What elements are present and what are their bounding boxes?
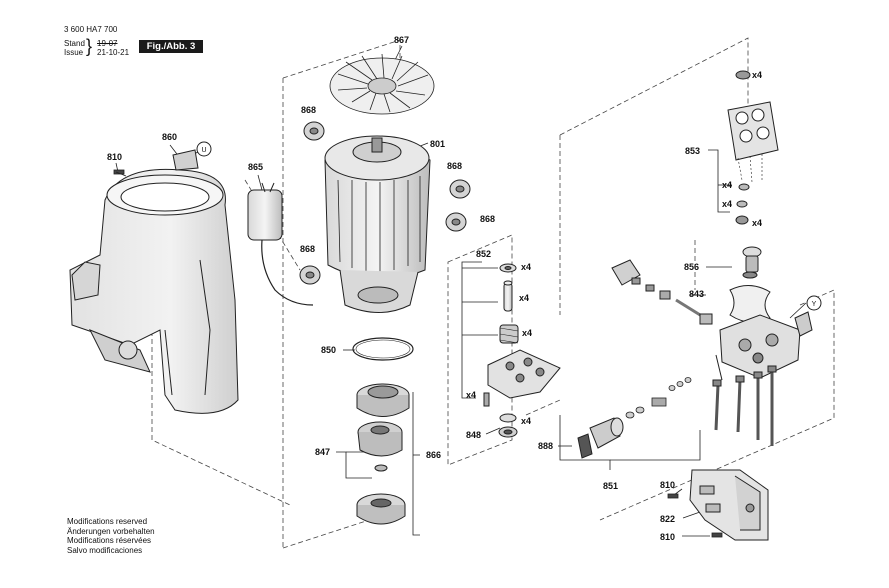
callout-868-left: 868 <box>300 244 315 254</box>
callout-865: 865 <box>248 162 263 172</box>
nozzle-assembly <box>577 417 624 459</box>
check-valve <box>742 246 762 279</box>
callout-labels: 867 868 801 868 868 868 860 810 865 850 … <box>107 35 704 542</box>
callout-868-right: 868 <box>480 214 495 224</box>
valve-block <box>483 263 561 438</box>
capacitor <box>247 182 314 306</box>
qty-label: x4 <box>752 218 762 228</box>
pump-head <box>611 259 813 446</box>
modifications-note: Modifications reserved Änderungen vorbeh… <box>67 517 155 555</box>
stand-date: 19-07 <box>97 39 118 48</box>
screws-810-bottom <box>667 493 723 538</box>
marker-letters: U Y <box>201 147 816 308</box>
issue-label: Issue <box>64 48 84 57</box>
connector-u-marker <box>196 141 212 157</box>
callout-853: 853 <box>685 146 700 156</box>
end-bracket <box>689 469 769 541</box>
callout-856: 856 <box>684 262 699 272</box>
mod-line-fr: Modifications réservées <box>67 536 152 545</box>
callout-810-right: 810 <box>660 480 675 490</box>
qty-label: x4 <box>752 70 762 80</box>
qty-label: x4 <box>722 180 732 190</box>
motor <box>324 135 431 313</box>
qty-label: x4 <box>519 293 529 303</box>
mod-line-en: Modifications reserved <box>67 517 148 526</box>
mod-line-de: Änderungen vorbehalten <box>67 526 155 536</box>
issue-date: 21-10-21 <box>97 48 130 57</box>
callout-860: 860 <box>162 132 177 142</box>
callout-810-top: 810 <box>107 152 122 162</box>
qty-label: x4 <box>466 390 476 400</box>
o-ring <box>352 337 414 361</box>
marker-y-label: Y <box>812 301 817 308</box>
callout-847: 847 <box>315 447 330 457</box>
quantity-labels: x4 x4 x4 x4 x4 x4 x4 x4 x4 x4 <box>466 70 762 426</box>
document-number: 3 600 HA7 700 <box>64 25 118 34</box>
seal-row <box>625 377 692 419</box>
callout-843: 843 <box>689 289 704 299</box>
callout-851: 851 <box>603 481 618 491</box>
mod-line-es: Salvo modificaciones <box>67 545 143 555</box>
pump-housing <box>69 149 239 414</box>
callout-822: 822 <box>660 514 675 524</box>
screw-810-top <box>113 169 127 177</box>
marker-u-label: U <box>201 147 206 154</box>
stand-label: Stand <box>64 39 85 48</box>
callout-852: 852 <box>476 249 491 259</box>
qty-label: x4 <box>722 199 732 209</box>
qty-label: x4 <box>521 262 531 272</box>
callout-866: 866 <box>426 450 441 460</box>
leader-lines <box>115 45 807 537</box>
qty-label: x4 <box>521 416 531 426</box>
rubber-mounts <box>299 121 471 285</box>
callout-867: 867 <box>394 35 409 45</box>
motor-fan <box>329 53 435 115</box>
callout-810-bottom: 810 <box>660 532 675 542</box>
callout-801: 801 <box>430 139 445 149</box>
callout-850: 850 <box>321 345 336 355</box>
figure-tag: Fig./Abb. 3 <box>139 40 203 53</box>
callout-888: 888 <box>538 441 553 451</box>
callout-868-mid: 868 <box>447 161 462 171</box>
valve-insert-cluster <box>727 70 779 225</box>
brace: } <box>86 36 93 56</box>
callout-868-top: 868 <box>301 105 316 115</box>
bearing-stack <box>356 383 410 525</box>
callout-848: 848 <box>466 430 481 440</box>
connector-y-marker <box>806 295 822 311</box>
qty-label: x4 <box>522 328 532 338</box>
